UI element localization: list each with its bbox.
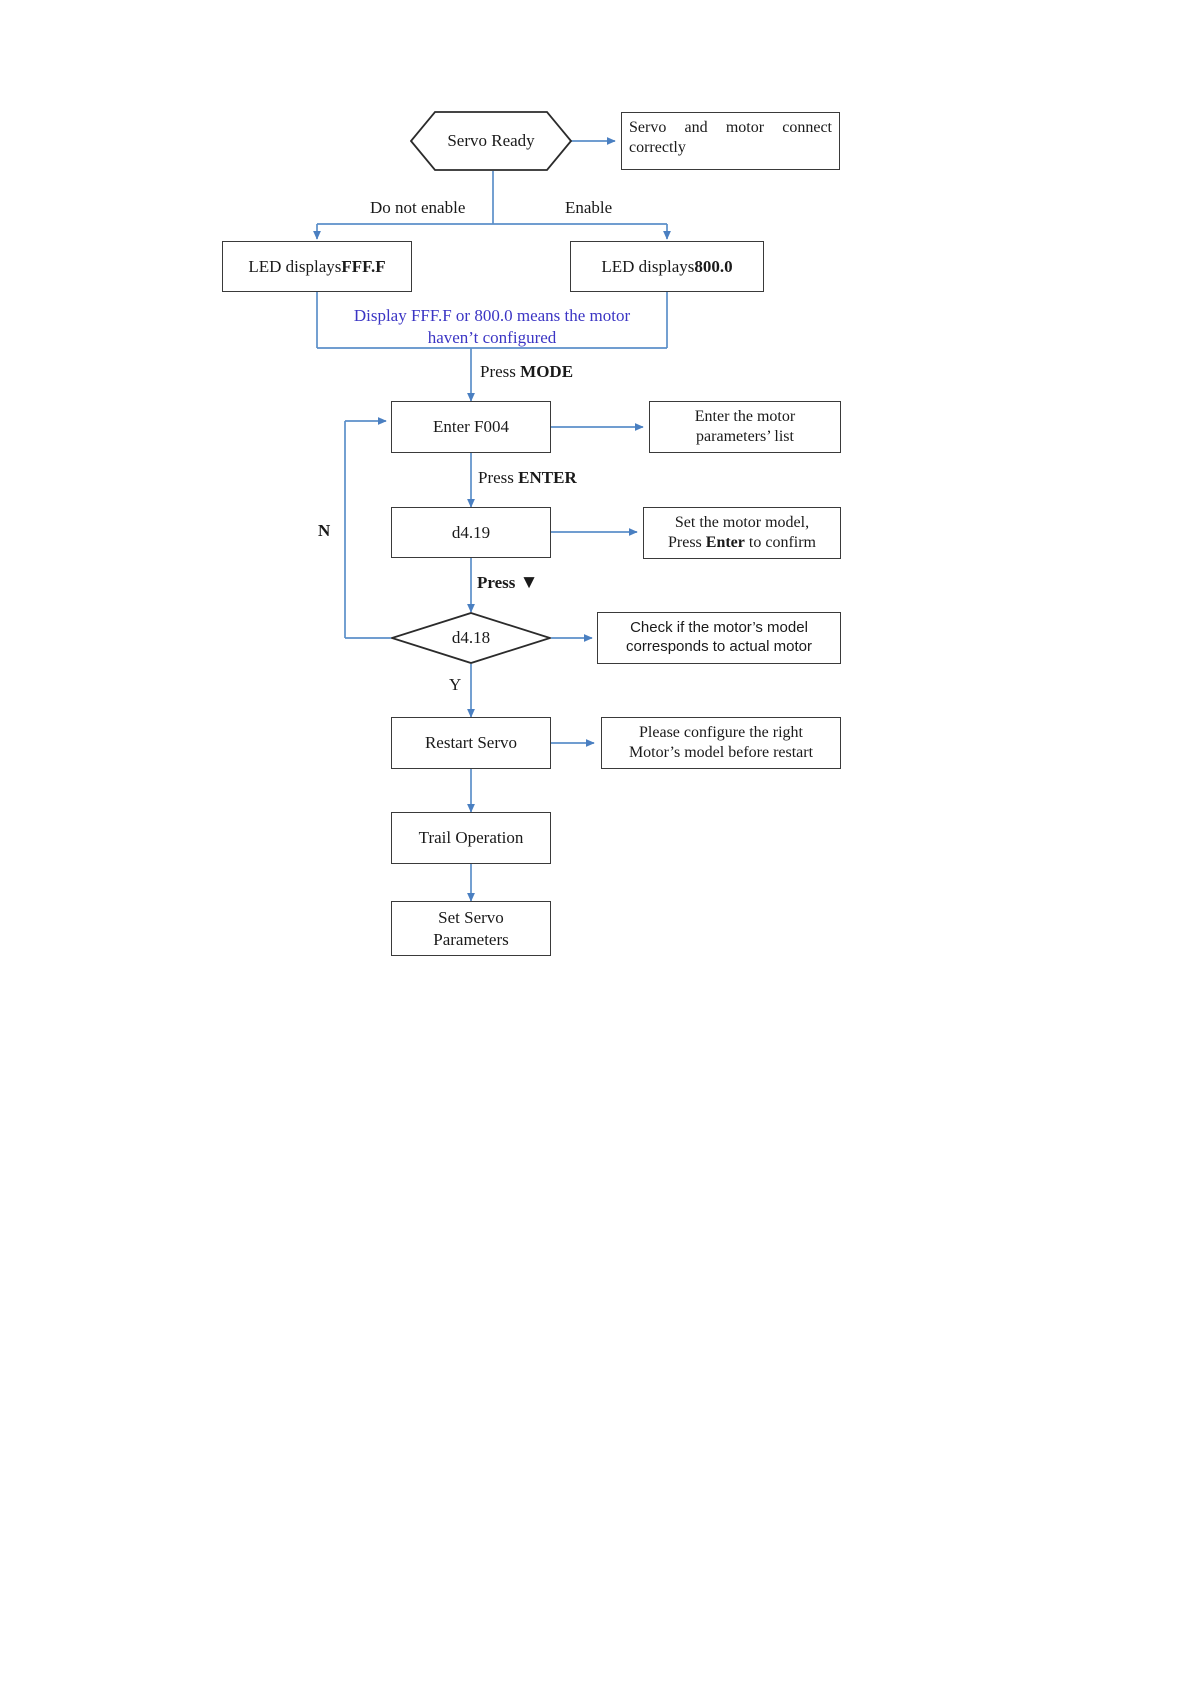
node-enter-f004[interactable]: Enter F004 — [391, 401, 551, 453]
node-set-motor-model[interactable]: Set the motor model, Press Enter to conf… — [643, 507, 841, 559]
node-please-configure-line2: Motor’s model before restart — [628, 744, 814, 761]
node-servo-motor-connect[interactable]: Servo and motor connect correctly — [621, 112, 840, 170]
down-triangle-icon: ▼ — [519, 572, 539, 593]
node-set-motor-model-line2-b: Enter — [705, 534, 745, 551]
node-set-motor-model-line1: Set the motor model, — [674, 514, 810, 531]
edge-label-enable-text: Enable — [565, 198, 613, 217]
edge-label-press-enter-b: ENTER — [518, 468, 577, 487]
node-please-configure[interactable]: Please configure the right Motor’s model… — [601, 717, 841, 769]
node-check-motor-model-line1: Check if the motor’s model — [630, 619, 808, 637]
node-led-fff-value: FFF.F — [341, 256, 386, 276]
node-set-servo-parameters-line1: Set Servo — [438, 908, 504, 928]
node-set-motor-model-line2-a: Press — [668, 534, 706, 551]
note-display-not-configured: Display FFF.F or 800.0 means the motor h… — [322, 305, 662, 349]
node-d418[interactable]: d4.18 — [389, 612, 553, 664]
node-led-fff-prefix: LED displays — [248, 256, 342, 276]
node-led-displays-800[interactable]: LED displays 800.0 — [570, 241, 764, 292]
node-trail-operation-label: Trail Operation — [418, 828, 524, 848]
node-servo-motor-connect-label: Servo and motor connect correctly — [629, 119, 832, 156]
edge-label-press-enter: Press ENTER — [478, 468, 577, 488]
edge-label-loop-no-text: N — [318, 521, 331, 540]
node-servo-ready[interactable]: Servo Ready — [409, 111, 573, 171]
node-motor-parameters-list-line1: Enter the motor — [694, 408, 796, 425]
node-please-configure-line1: Please configure the right — [639, 724, 803, 741]
node-set-servo-parameters-line2: Parameters — [433, 929, 509, 949]
node-motor-parameters-list[interactable]: Enter the motor parameters’ list — [649, 401, 841, 453]
node-trail-operation[interactable]: Trail Operation — [391, 812, 551, 864]
edge-label-enable: Enable — [565, 198, 612, 218]
node-motor-parameters-list-line2: parameters’ list — [696, 428, 794, 445]
node-led-displays-fff[interactable]: LED displays FFF.F — [222, 241, 412, 292]
edge-label-press-mode: Press MODE — [480, 362, 573, 382]
edge-label-branch-yes-text: Y — [449, 675, 462, 694]
node-set-servo-parameters[interactable]: Set Servo Parameters — [391, 901, 551, 956]
node-servo-ready-label: Servo Ready — [447, 131, 535, 150]
node-check-motor-model[interactable]: Check if the motor’s model corresponds t… — [597, 612, 841, 664]
edge-label-press-down: Press ▼ — [477, 573, 538, 593]
edge-label-do-not-enable: Do not enable — [370, 198, 465, 218]
note-display-line1: Display FFF.F or 800.0 means the motor — [353, 306, 631, 325]
edge-label-press-enter-a: Press — [478, 468, 519, 487]
node-enter-f004-label: Enter F004 — [432, 417, 510, 437]
edge-label-press-mode-b: MODE — [520, 362, 574, 381]
node-set-motor-model-line2-c: to confirm — [744, 534, 816, 551]
node-d418-label: d4.18 — [451, 628, 491, 647]
diamond-shape — [389, 612, 553, 664]
node-restart-servo-label: Restart Servo — [424, 733, 518, 753]
node-led-800-prefix: LED displays — [601, 256, 695, 276]
edge-label-press-mode-a: Press — [480, 362, 521, 381]
hexagon-shape — [409, 111, 573, 171]
edge-label-do-not-enable-text: Do not enable — [370, 198, 466, 217]
node-check-motor-model-line2: corresponds to actual motor — [626, 638, 812, 655]
node-led-800-value: 800.0 — [694, 256, 733, 276]
node-set-motor-model-line2: Press Enter to confirm — [668, 533, 816, 553]
node-d419-label: d4.19 — [451, 522, 491, 542]
node-restart-servo[interactable]: Restart Servo — [391, 717, 551, 769]
node-d419[interactable]: d4.19 — [391, 507, 551, 558]
note-display-line2: haven’t configured — [427, 328, 557, 348]
edge-label-branch-yes: Y — [449, 675, 461, 695]
edge-label-loop-no: N — [318, 521, 330, 541]
edge-label-press-down-a: Press — [477, 573, 520, 592]
